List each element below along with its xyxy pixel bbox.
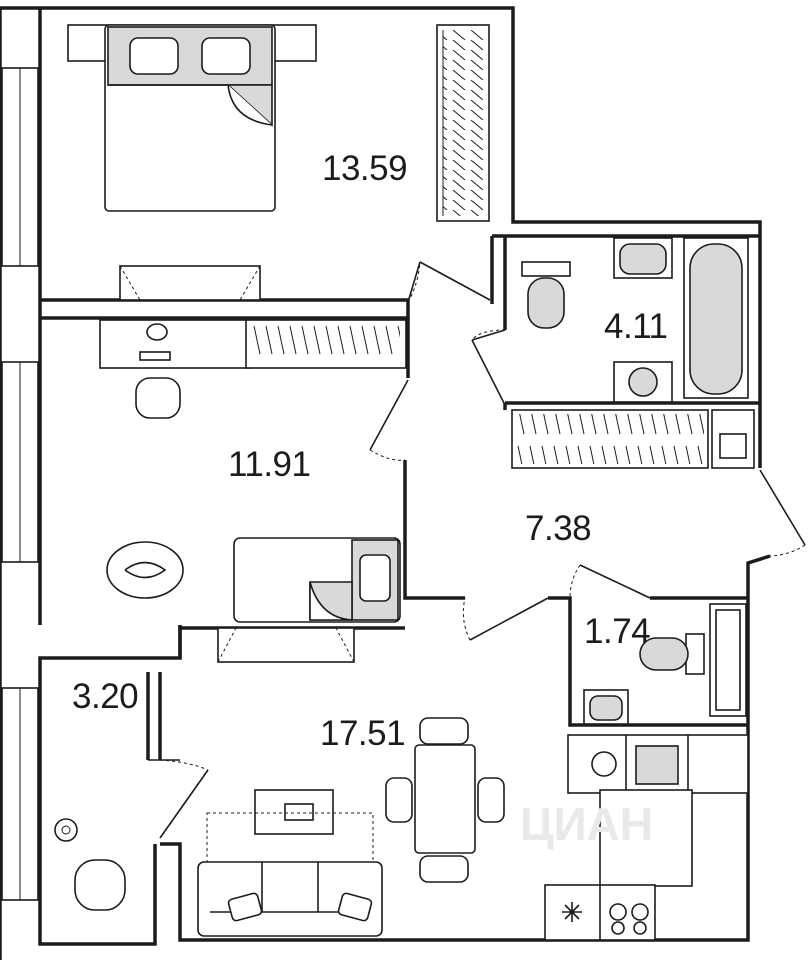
- area-hallway: 7.38: [525, 509, 591, 548]
- outer-walls: [0, 6, 771, 960]
- bathroom-fixtures: [511, 237, 755, 469]
- balcony-furniture: [54, 818, 126, 911]
- area-bedroom: 13.59: [322, 149, 407, 188]
- area-balcony: 3.20: [72, 677, 138, 716]
- area-bathroom: 4.11: [604, 307, 668, 346]
- area-child-room: 11.91: [228, 445, 311, 484]
- child-room-furniture: [99, 319, 407, 663]
- watermark: ЦИАН: [520, 798, 653, 850]
- doors: [159, 261, 806, 839]
- kitchen-units: [544, 734, 749, 941]
- wc-fixtures: [583, 603, 747, 725]
- area-wc: 1.74: [584, 612, 650, 651]
- bedroom-furniture: [67, 24, 490, 301]
- area-kitchen-living: 17.51: [320, 714, 405, 753]
- windows: [1, 67, 39, 901]
- living-furniture: [197, 717, 505, 937]
